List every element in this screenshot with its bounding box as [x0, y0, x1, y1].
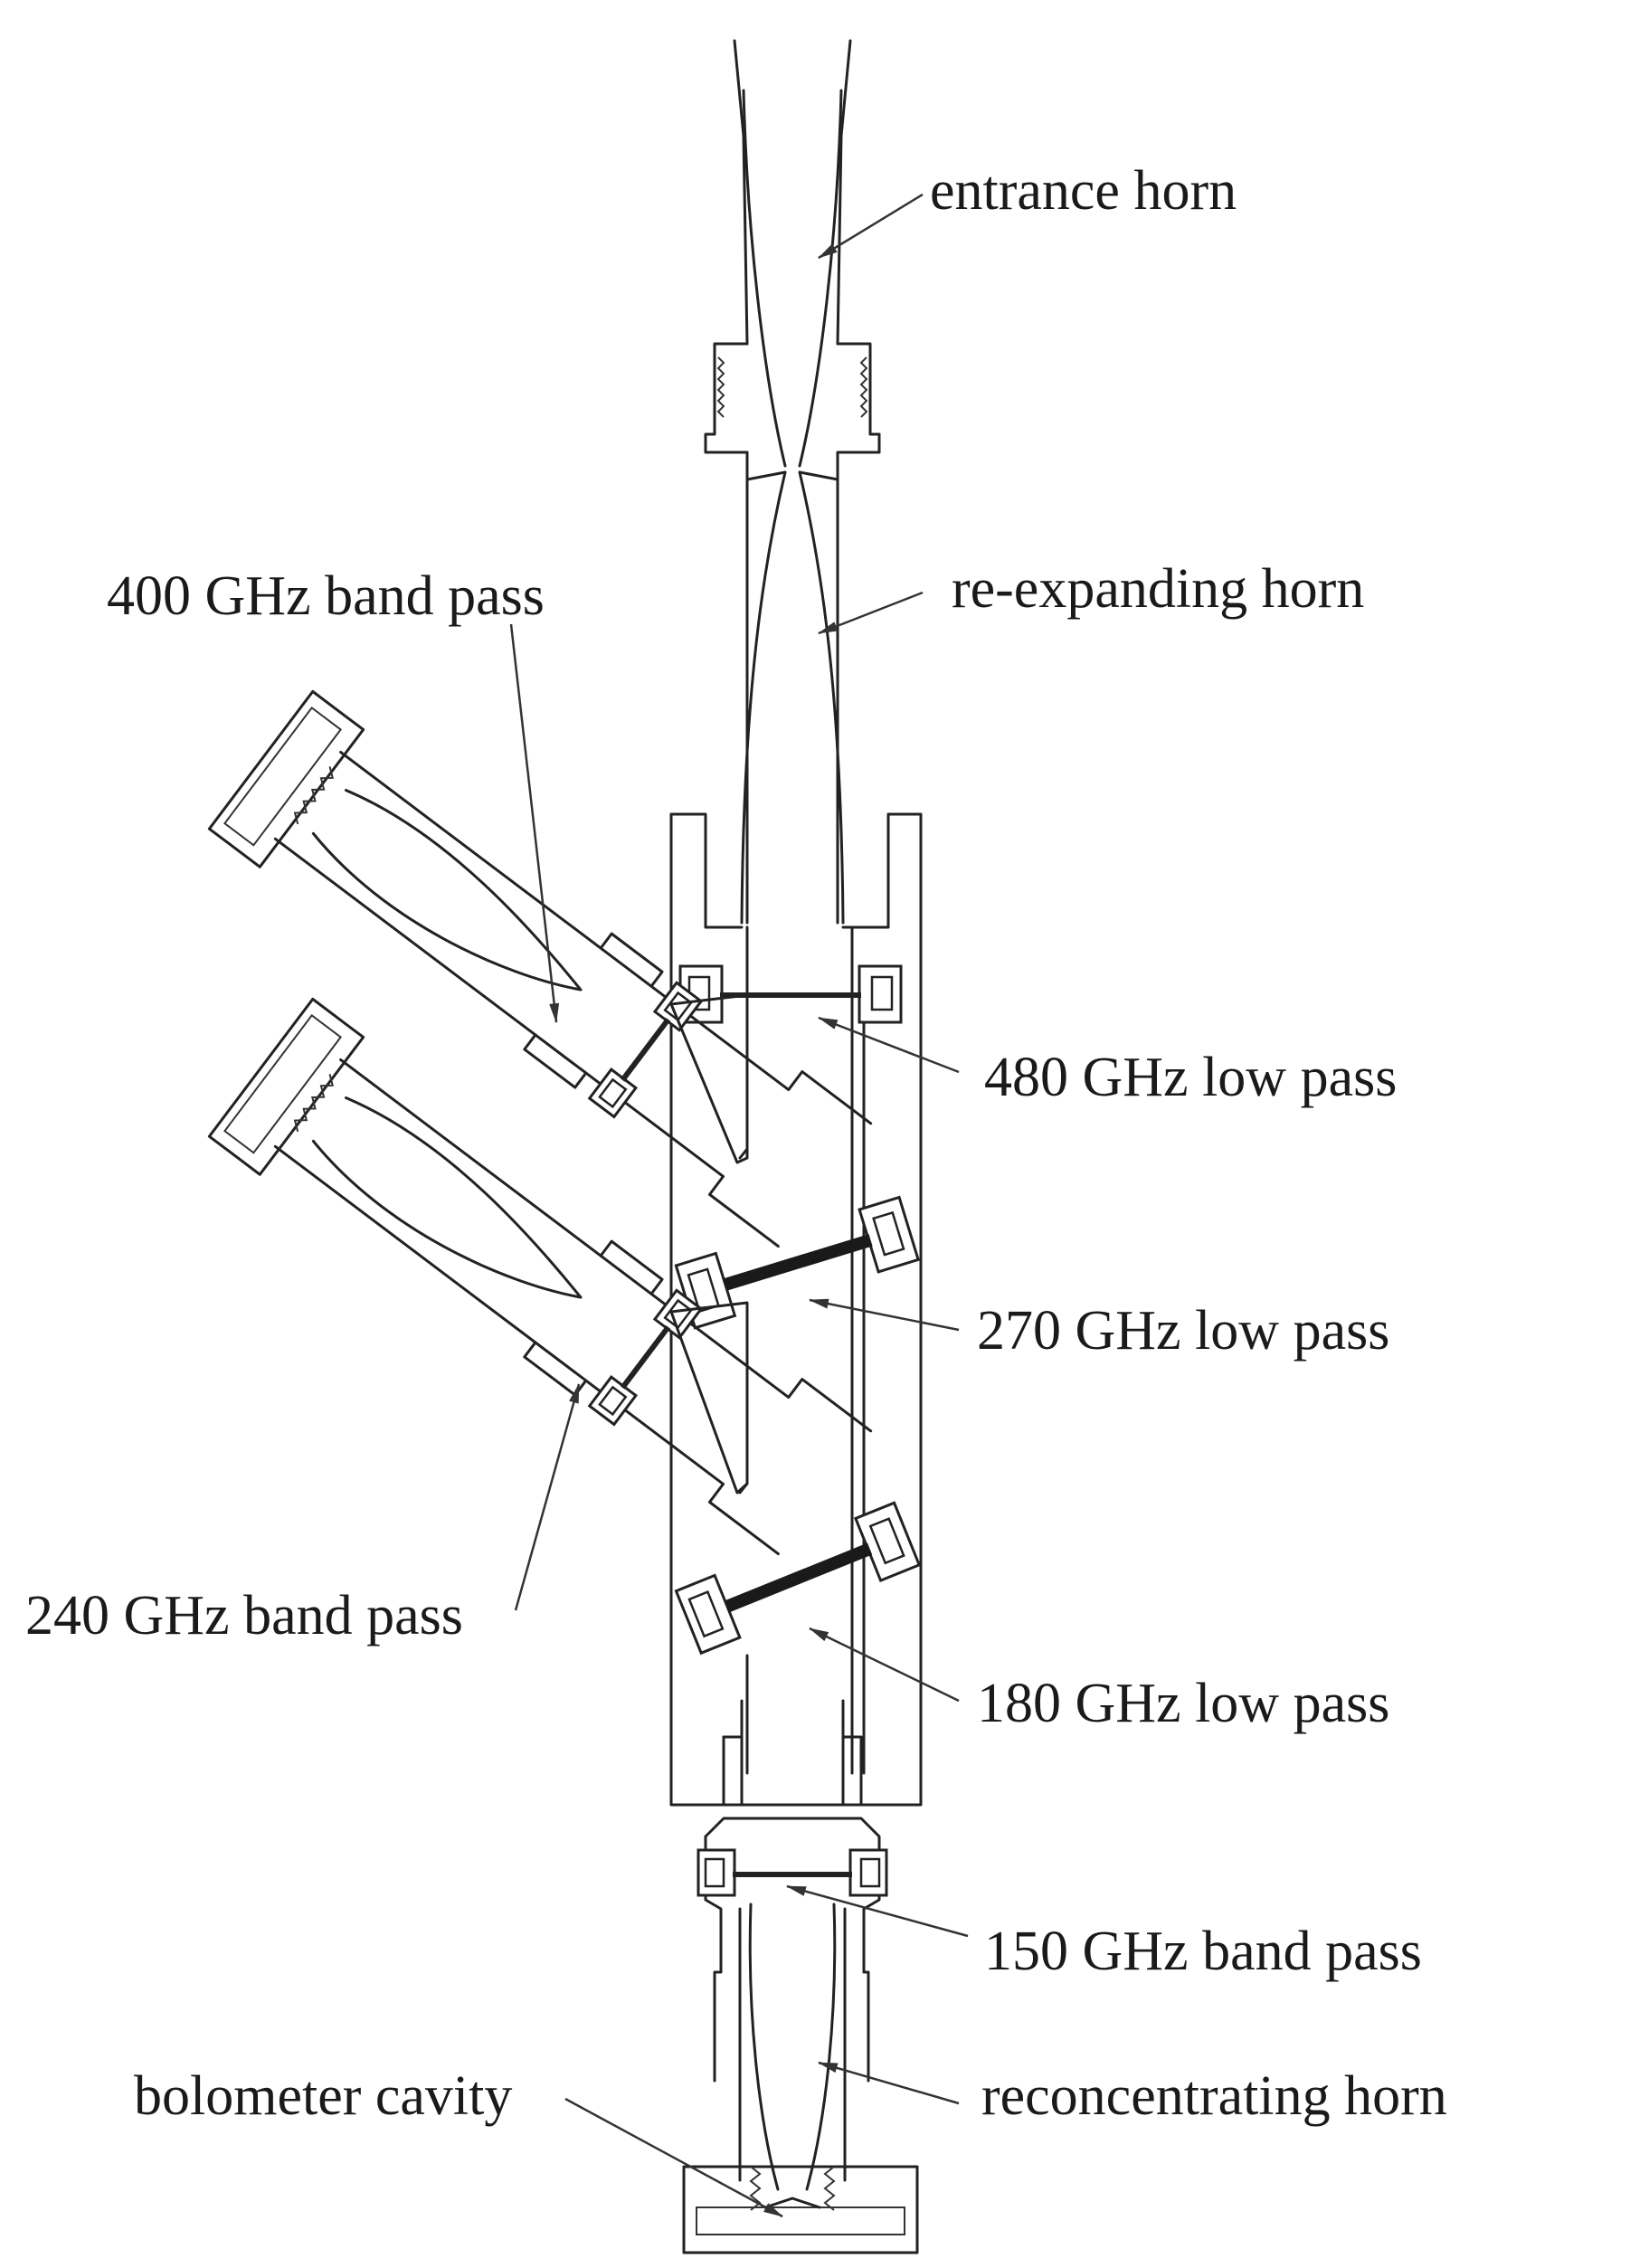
arrow-reconcentrating-horn — [817, 2061, 960, 2105]
arrow-re-expanding-horn — [817, 591, 924, 635]
label-400-band-pass: 400 GHz band pass — [107, 565, 545, 627]
filter-270-low-pass — [674, 1195, 921, 1330]
re-expanding-horn — [740, 451, 845, 925]
label-150-band-pass: 150 GHz band pass — [984, 1921, 1422, 1982]
label-reconcentrating-horn: reconcentrating horn — [981, 2065, 1447, 2127]
label-re-expanding-horn: re-expanding horn — [952, 558, 1365, 620]
lower-arm-wedge — [669, 1301, 749, 1495]
arrow-150-band-pass — [785, 1884, 969, 1938]
label-480-low-pass: 480 GHz low pass — [984, 1047, 1398, 1108]
arrow-270-low-pass — [808, 1298, 960, 1332]
label-180-low-pass: 180 GHz low pass — [977, 1673, 1390, 1734]
arrow-400-band-pass — [509, 623, 560, 1024]
arrow-480-low-pass — [817, 1016, 960, 1074]
arrow-bolometer-cavity — [564, 2097, 783, 2218]
label-270-low-pass: 270 GHz low pass — [977, 1300, 1390, 1362]
filter-180-low-pass — [674, 1501, 922, 1656]
arrow-entrance-horn — [818, 193, 924, 260]
side-arm-400 — [207, 689, 873, 1248]
arrow-240-band-pass — [514, 1382, 581, 1611]
label-entrance-horn: entrance horn — [930, 160, 1237, 222]
lower-assembly — [682, 1699, 919, 2254]
label-bolometer-cavity: bolometer cavity — [134, 2065, 513, 2127]
leader-lines — [509, 193, 969, 2218]
side-arm-240 — [207, 997, 873, 1556]
upper-arm-wedge — [669, 993, 749, 1164]
label-240-band-pass: 240 GHz band pass — [25, 1585, 463, 1646]
arrow-180-low-pass — [809, 1627, 960, 1703]
filter-480-low-pass — [678, 964, 903, 1024]
entrance-horn — [704, 39, 881, 468]
